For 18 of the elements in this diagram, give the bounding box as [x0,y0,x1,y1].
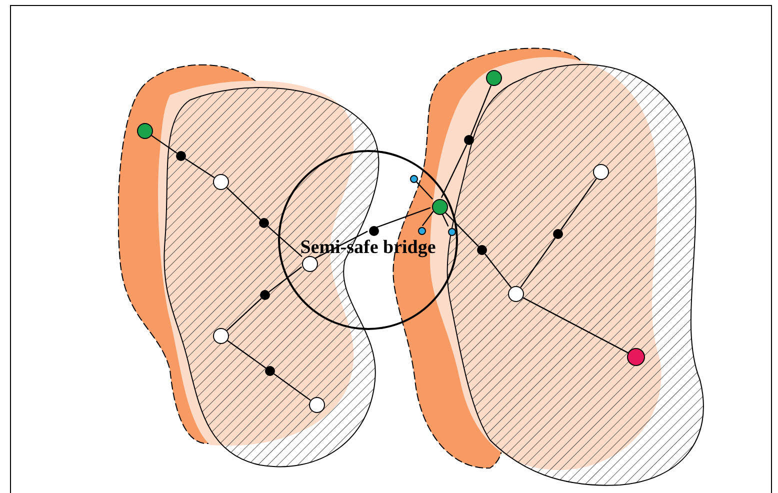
connector-line [422,211,434,226]
connector-line [443,210,479,247]
connector-line [520,238,556,288]
connector-line [226,187,261,220]
connector-line [268,266,302,292]
connector-line [184,158,215,178]
connector-line [440,144,468,198]
connector-line [470,85,492,136]
connector-line [414,180,433,200]
connector-line [560,178,597,230]
connector-line [522,297,628,354]
connector-line [227,340,266,369]
connector-line [484,254,512,288]
connector-line [376,207,431,228]
connector-line [226,298,262,331]
connector-line [267,226,302,258]
connector-line [151,135,178,154]
connector-line [274,373,311,401]
